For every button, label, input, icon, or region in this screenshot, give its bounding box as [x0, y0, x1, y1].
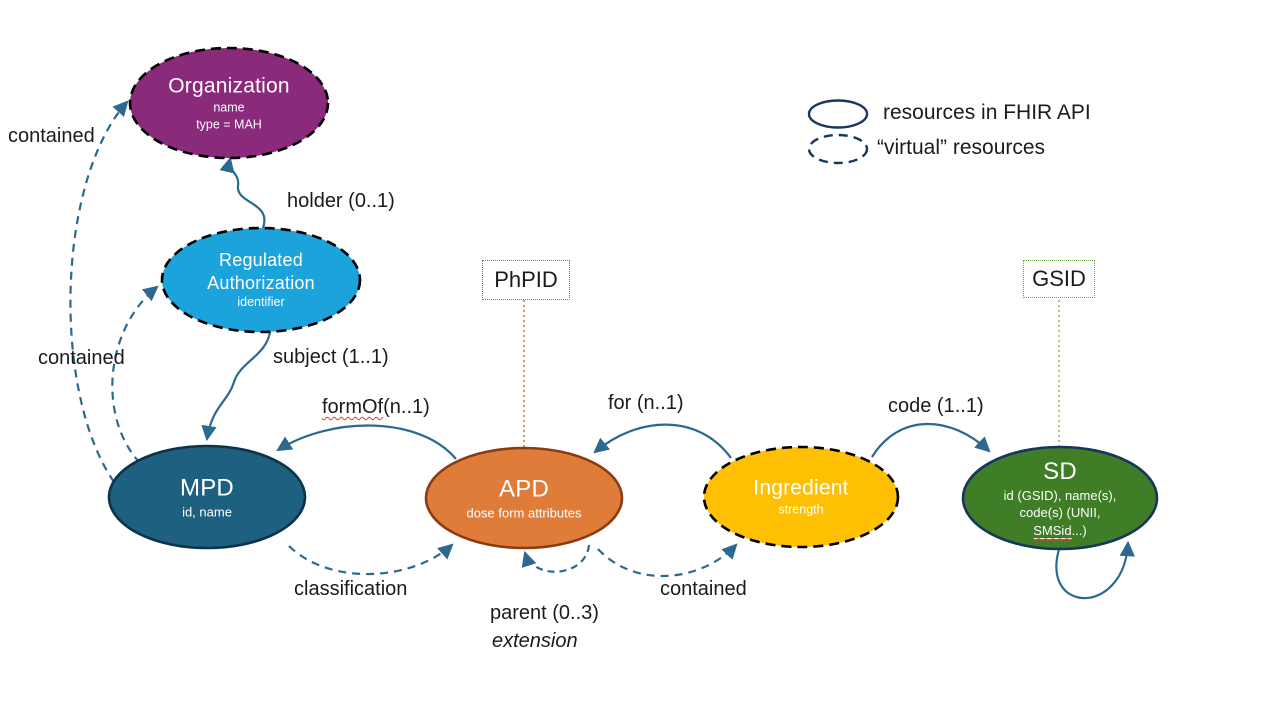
edge-label-contained-organization: contained [8, 125, 95, 147]
node-mpd [107, 444, 307, 550]
edge-label-contained-regulated-authorization: contained [38, 347, 125, 369]
legend-dashed-label: “virtual” resources [877, 136, 1046, 159]
edge-label-subject: subject (1..1) [273, 346, 389, 368]
node-sd [961, 445, 1159, 551]
node-ingredient [702, 445, 900, 549]
gsid-badge-label: GSID [1032, 266, 1086, 291]
edge-contained-organization [69, 100, 129, 483]
edge-contained-ingredient [597, 543, 738, 577]
edge-subject [201, 331, 272, 442]
edge-label-formof-word: formOf [322, 396, 384, 418]
edge-label-formof-cardinality: (n..1) [383, 396, 430, 418]
edge-label-contained-ingredient: contained [660, 578, 747, 600]
edge-label-extension: extension [492, 630, 578, 652]
edge-holder [219, 156, 266, 229]
edge-classification [288, 543, 454, 576]
phpid-badge: PhPID [482, 260, 570, 300]
edge-label-classification: classification [294, 578, 408, 600]
edge-label-holder: holder (0..1) [287, 190, 395, 212]
edge-code [871, 422, 991, 458]
edge-formof [276, 424, 457, 460]
node-regulated-authorization [160, 226, 362, 334]
edge-for [593, 423, 732, 459]
edge-parent-loop [521, 544, 591, 573]
node-organization [128, 46, 330, 160]
legend-solid-ellipse-icon [807, 99, 869, 129]
gsid-badge: GSID [1023, 260, 1095, 298]
node-apd [424, 446, 624, 550]
edge-label-code: code (1..1) [888, 395, 984, 417]
legend-solid-label: resources in FHIR API [883, 101, 1091, 124]
legend-dashed-ellipse-icon [807, 133, 869, 165]
edge-label-formof: formOf(n..1) [322, 396, 430, 419]
edge-label-parent: parent (0..3) [490, 602, 599, 624]
phpid-badge-label: PhPID [494, 267, 558, 292]
edge-label-for: for (n..1) [608, 392, 684, 414]
edge-contained-regulated-authorization [111, 285, 159, 464]
edge-sd-self-loop [1055, 540, 1135, 600]
